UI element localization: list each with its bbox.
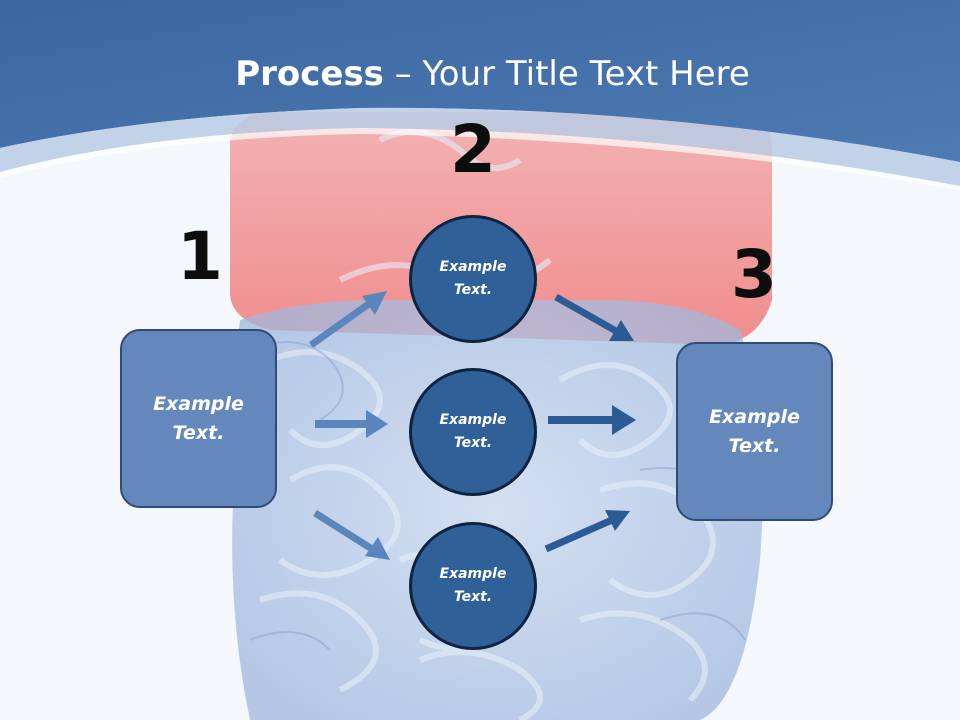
arrow-left-to-middle (315, 410, 388, 438)
circle-bottom-line-1: Example (439, 566, 507, 582)
circle-middle-line-1: Example (439, 412, 507, 428)
circle-top-line-1: Example (439, 259, 507, 275)
arrow-bottom-to-right (544, 510, 630, 553)
left-box-line-1: Example (153, 392, 244, 415)
circle-bottom: Example Text. (409, 522, 537, 650)
circle-top: Example Text. (409, 215, 537, 343)
left-box-line-2: Text. (172, 421, 225, 444)
circle-middle-line-2: Text. (453, 435, 493, 451)
step-number-3: 3 (731, 236, 777, 313)
arrow-left-to-bottom (313, 510, 390, 560)
page-title: Process – Your Title Text Here (0, 52, 960, 96)
right-box-line-1: Example (709, 405, 800, 428)
right-text-box: Example Text. (676, 342, 833, 521)
arrow-middle-to-right (548, 405, 636, 435)
circle-bottom-line-2: Text. (453, 589, 493, 605)
left-text-box: Example Text. (120, 329, 277, 508)
step-number-1: 1 (177, 218, 223, 295)
arrow-top-to-right (554, 293, 634, 341)
circle-top-line-2: Text. (453, 282, 493, 298)
arrow-left-to-top (308, 291, 387, 348)
circle-middle: Example Text. (409, 368, 537, 496)
title-bold: Process (235, 54, 384, 94)
right-box-line-2: Text. (728, 434, 781, 457)
step-number-2: 2 (450, 111, 496, 188)
title-rest: – Your Title Text Here (383, 54, 750, 94)
